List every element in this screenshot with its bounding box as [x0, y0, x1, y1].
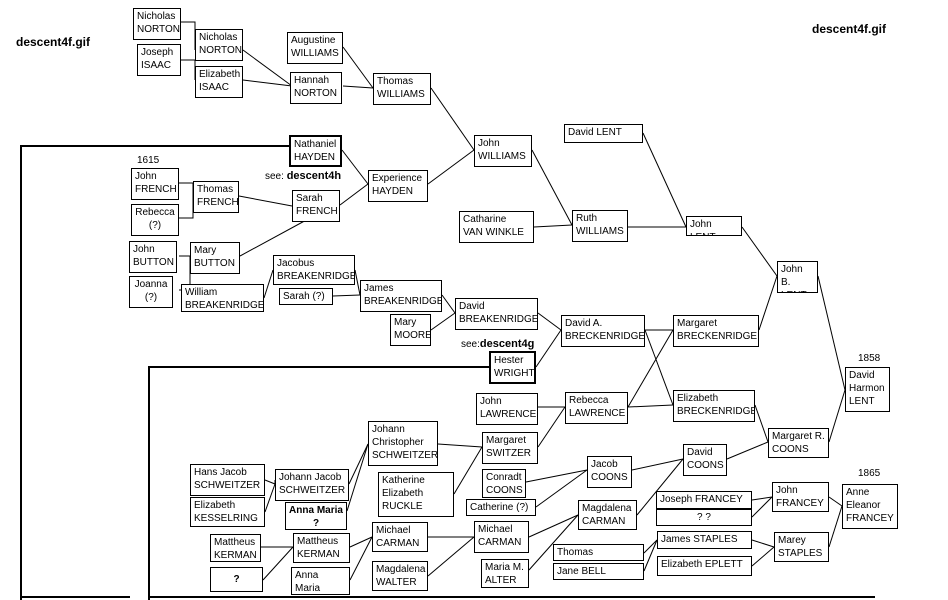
- year-1858: 1858: [858, 353, 881, 364]
- see-label: see:: [461, 339, 480, 350]
- title-right: descent4f.gif: [812, 22, 887, 36]
- person-mary-button[interactable]: Mary BUTTON: [190, 242, 240, 274]
- person-jacobus-breakenridge[interactable]: Jacobus BREAKENRIDGE: [273, 255, 355, 285]
- person-joseph-francey[interactable]: Joseph FRANCEY: [656, 491, 752, 509]
- see-label: see:: [265, 171, 287, 182]
- see-descent4g-note[interactable]: see:descent4g: [461, 338, 534, 350]
- person-thomas-staples[interactable]: Thomas STAPLES: [553, 544, 644, 561]
- person-james-staples[interactable]: James STAPLES: [657, 531, 752, 549]
- person-hannah-norton[interactable]: Hannah NORTON: [290, 72, 342, 104]
- person-mattheus-kerman[interactable]: Mattheus KERMAN: [293, 533, 350, 563]
- person-hans-jacob-schweitzer[interactable]: Hans Jacob SCHWEITZER: [190, 464, 265, 496]
- year-1615: 1615: [137, 155, 160, 166]
- person-john-button[interactable]: John BUTTON: [129, 241, 177, 273]
- person-rebecca-lawrence[interactable]: Rebecca LAWRENCE: [565, 392, 628, 424]
- person-thomas-french[interactable]: Thomas FRENCH: [193, 181, 239, 213]
- person-johann-jacob-schweitzer[interactable]: Johann Jacob SCHWEITZER: [275, 469, 349, 501]
- person-katherine-elizabeth-ruckle[interactable]: Katherine Elizabeth RUCKLE: [378, 472, 454, 517]
- person-rebecca-unknown[interactable]: Rebecca (?): [131, 204, 179, 236]
- person-james-breakenridge[interactable]: James BREAKENRIDGE: [360, 280, 442, 312]
- person-michael-carman-sr[interactable]: Michael CARMAN: [372, 522, 428, 552]
- person-johann-christopher-schweitzer[interactable]: Johann Christopher SCHWEITZER: [368, 421, 438, 466]
- person-augustine-williams[interactable]: Augustine WILLIAMS: [287, 32, 343, 64]
- person-nicholas-norton[interactable]: Nicholas NORTON: [195, 29, 243, 61]
- person-john-b-lent[interactable]: John B. LENT: [777, 261, 818, 293]
- person-jane-bell[interactable]: Jane BELL: [553, 563, 644, 580]
- person-sarah-french[interactable]: Sarah FRENCH: [292, 190, 340, 222]
- person-hester-wright[interactable]: Hester WRIGHT: [489, 351, 536, 384]
- person-anna-maria-unknown[interactable]: Anna Maria ?: [285, 502, 347, 530]
- person-marey-staples[interactable]: Marey STAPLES: [774, 532, 829, 562]
- person-anne-eleanor-francey[interactable]: Anne Eleanor FRANCEY: [842, 484, 898, 529]
- person-nathaniel-hayden[interactable]: Nathaniel HAYDEN: [289, 135, 342, 167]
- person-mattheus-kerman-sr[interactable]: Mattheus KERMAN: [210, 534, 261, 562]
- person-joseph-isaac[interactable]: Joseph ISAAC: [137, 44, 181, 76]
- person-mary-moore[interactable]: Mary MOORE: [390, 314, 431, 346]
- person-magdalena-carman[interactable]: Magdalena CARMAN: [578, 500, 637, 530]
- person-david-harmon-lent[interactable]: David Harmon LENT: [845, 367, 890, 412]
- person-unknown-kerman-wife[interactable]: ?: [210, 567, 263, 592]
- person-john-williams[interactable]: John WILLIAMS: [474, 135, 532, 167]
- person-michael-carman[interactable]: Michael CARMAN: [474, 521, 529, 553]
- person-conradt-coons[interactable]: Conradt COONS: [482, 469, 526, 498]
- person-margaret-switzer[interactable]: Margaret SWITZER: [482, 432, 538, 464]
- person-ruth-williams[interactable]: Ruth WILLIAMS: [572, 210, 628, 242]
- person-joanna-unknown[interactable]: Joanna (?): [129, 276, 173, 308]
- person-nicholas-norton-sr[interactable]: Nicholas NORTON: [133, 8, 181, 40]
- person-elizabeth-isaac[interactable]: Elizabeth ISAAC: [195, 66, 243, 98]
- person-william-breakenridge[interactable]: William BREAKENRIDGE: [181, 284, 264, 312]
- person-margaret-breckenridge[interactable]: Margaret BRECKENRIDGE: [673, 315, 759, 347]
- person-john-lawrence[interactable]: John LAWRENCE: [476, 393, 538, 425]
- person-david-a-breckenridge[interactable]: David A. BRECKENRIDGE: [561, 315, 645, 347]
- person-margaret-r-coons[interactable]: Margaret R. COONS: [768, 428, 829, 458]
- see-descent4g-link[interactable]: descent4g: [479, 338, 535, 350]
- person-sarah-unknown[interactable]: Sarah (?): [279, 288, 333, 305]
- person-maria-m-alter[interactable]: Maria M. ALTER: [481, 559, 529, 588]
- title-left: descent4f.gif: [16, 35, 91, 49]
- year-1865: 1865: [858, 468, 881, 479]
- person-john-french[interactable]: John FRENCH: [131, 168, 179, 200]
- person-elizabeth-kesselring[interactable]: Elizabeth KESSELRING: [190, 497, 265, 527]
- person-experience-hayden[interactable]: Experience HAYDEN: [368, 170, 428, 202]
- see-descent4h-link[interactable]: descent4h: [286, 170, 342, 182]
- person-catharine-van-winkle[interactable]: Catharine VAN WINKLE: [459, 211, 534, 243]
- person-unknown-pair[interactable]: ? ?: [656, 509, 752, 526]
- person-anna-maria-geyler[interactable]: Anna Maria GEYLER: [291, 567, 350, 595]
- person-elizabeth-eplett[interactable]: Elizabeth EPLETT: [657, 556, 752, 576]
- person-john-lent[interactable]: John LENT: [686, 216, 742, 236]
- person-elizabeth-breckenridge[interactable]: Elizabeth BRECKENRIDGE: [673, 390, 755, 422]
- person-david-breakenridge[interactable]: David BREAKENRIDGE: [455, 298, 538, 330]
- see-descent4h-note[interactable]: see: descent4h: [265, 170, 341, 182]
- person-jacob-coons[interactable]: Jacob COONS: [587, 456, 632, 488]
- person-david-lent[interactable]: David LENT: [564, 124, 643, 143]
- person-thomas-williams[interactable]: Thomas WILLIAMS: [373, 73, 431, 105]
- person-john-francey[interactable]: John FRANCEY: [772, 482, 829, 512]
- person-magdalena-walter[interactable]: Magdalena WALTER: [372, 561, 428, 591]
- person-david-coons[interactable]: David COONS: [683, 444, 727, 476]
- person-catherine-unknown[interactable]: Catherine (?): [466, 499, 536, 516]
